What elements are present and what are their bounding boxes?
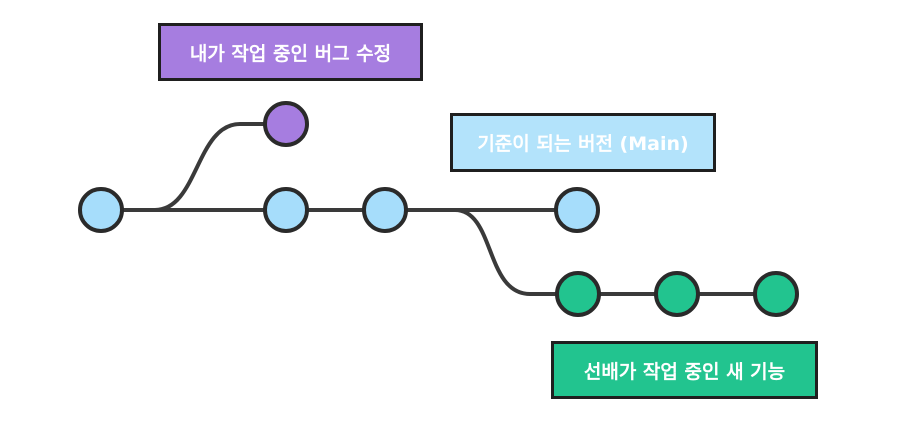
feature-branch-line [453,208,777,296]
bugfix-commit [263,101,309,147]
feature-commit-1 [555,271,601,317]
bugfix-branch-label: 내가 작업 중인 버그 수정 [158,23,423,81]
main-branch-label: 기준이 되는 버전 (Main) [450,113,716,172]
feature-commit-3 [753,271,799,317]
bugfix-branch-label-text: 내가 작업 중인 버그 수정 [189,42,392,65]
main-commit-2 [263,187,309,233]
main-branch-label-text: 기준이 되는 버전 (Main) [477,133,689,155]
feature-branch-label: 선배가 작업 중인 새 기능 [551,341,818,399]
main-commit-4 [554,187,600,233]
bugfix-branch-line [153,122,288,212]
main-commit-1 [78,187,124,233]
feature-branch-label-text: 선배가 작업 중인 새 기능 [583,360,786,383]
feature-commit-2 [654,271,700,317]
main-commit-3 [362,187,408,233]
